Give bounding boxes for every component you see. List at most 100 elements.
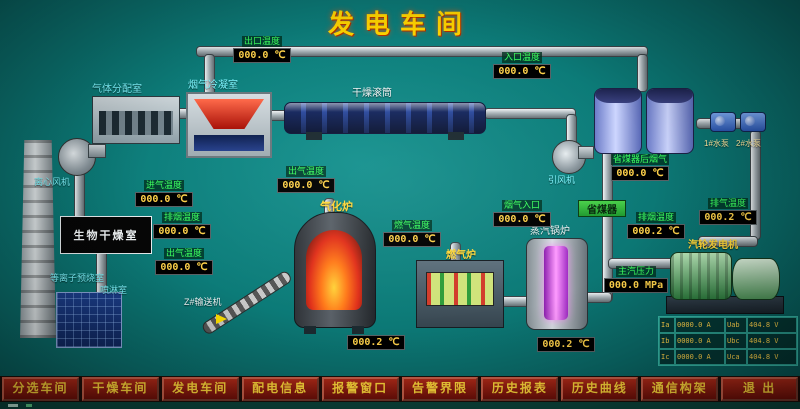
bio-drying-room: 生物干燥室 [60, 216, 152, 254]
label-fan-right: 引风机 [548, 175, 576, 185]
bottom-strip [0, 402, 800, 409]
pipe-tank-drop [637, 54, 648, 92]
drum-support [448, 132, 464, 140]
label-gas-distribution: 气体分配室 [92, 84, 142, 95]
strip-mark [8, 404, 18, 407]
gauge-label: 进气温度 [143, 180, 184, 191]
furnace-display-panel [426, 272, 494, 306]
gauge-outgas-temp-left: 出气温度 000.0 ℃ [152, 248, 216, 275]
storage-tank-2 [646, 88, 694, 154]
gauge-gas-furnace-temp: 燃气温度 000.0 ℃ [380, 220, 444, 247]
nav-button-power-distribution-info[interactable]: 配电信息 [241, 377, 319, 401]
label-pump-1: 1#水泵 [704, 139, 729, 148]
condenser-cold-section [194, 135, 264, 151]
gauge-value: 000.2 ℃ [627, 224, 685, 239]
gauge-flue-exhaust: 排烟温度 000.2 ℃ [624, 212, 688, 239]
table-cell: 0000.0 A [675, 333, 725, 349]
gauge-value: 000.0 ℃ [135, 192, 193, 207]
nav-button-sorting-workshop[interactable]: 分选车间 [2, 377, 79, 401]
gas-distribution-unit [92, 96, 180, 144]
generator-body [732, 258, 780, 300]
table-cell: Ubc [725, 333, 747, 349]
nav-button-exit[interactable]: 退 出 [721, 377, 799, 401]
nav-button-history-report[interactable]: 历史报表 [481, 377, 559, 401]
gauge-value: 000.0 ℃ [493, 64, 551, 79]
table-cell: 404.8 V [747, 333, 797, 349]
gasifier-leg [352, 326, 364, 334]
page-title: 发电车间 [327, 9, 472, 39]
fan-outlet [578, 146, 594, 159]
gauge-label: 排烟温度 [635, 212, 676, 223]
label-turbine: 汽轮发电机 [688, 240, 738, 251]
label-conveyor: Z#输送机 [184, 297, 222, 307]
table-cell: 0000.0 A [675, 317, 725, 333]
pipe-boiler-link [584, 292, 612, 303]
nav-button-alarm-limits[interactable]: 告警界限 [401, 377, 479, 401]
tank-dome [595, 89, 641, 103]
bottom-nav-bar: 分选车间 干燥车间 发电车间 配电信息 报警窗口 告警界限 历史报表 历史曲线 … [0, 376, 800, 402]
table-cell: Ia [659, 317, 675, 333]
gauge-label: 出气温度 [163, 248, 204, 259]
boiler-core [544, 246, 568, 320]
gauge-label: 排气温度 [707, 198, 748, 209]
gauge-economizer-after: 省煤器后烟气 000.0 ℃ [602, 154, 678, 181]
gasifier-leg [304, 326, 316, 334]
gauge-label: 燃气温度 [391, 220, 432, 231]
condenser-hot-section [194, 99, 264, 129]
gauge-flue-temp-left: 排烟温度 000.0 ℃ [150, 212, 214, 239]
pipe-top-main [196, 46, 648, 57]
water-pump-2 [740, 112, 766, 132]
gauge-flue-inlet: 烟气入口 000.0 ℃ [490, 200, 554, 227]
nav-button-alarm-window[interactable]: 报警窗口 [321, 377, 399, 401]
label-condenser: 烟气冷凝室 [188, 80, 238, 91]
nav-button-history-curve[interactable]: 历史曲线 [561, 377, 639, 401]
pipe-drum-right [484, 108, 576, 119]
storage-tank-1 [594, 88, 642, 154]
gauge-boiler-bottom: 000.2 ℃ [534, 336, 598, 352]
nav-button-communication[interactable]: 通信构架 [641, 377, 719, 401]
flue-condenser-unit [186, 92, 272, 158]
gauge-label: 排烟温度 [161, 212, 202, 223]
turbine-body [670, 252, 732, 300]
nav-button-drying-workshop[interactable]: 干燥车间 [81, 377, 159, 401]
gauge-label: 烟气入口 [501, 200, 542, 211]
fan-outlet [88, 144, 106, 158]
label-pump-2: 2#水泵 [736, 139, 761, 148]
gauge-value: 000.2 ℃ [699, 210, 757, 225]
gauge-intake-temp-left: 进气温度 000.0 ℃ [132, 180, 196, 207]
gauge-value: 000.0 ℃ [153, 224, 211, 239]
label-furnace: 燃气炉 [446, 250, 476, 261]
gauge-value: 000.0 ℃ [493, 212, 551, 227]
table-cell: 404.8 V [747, 349, 797, 365]
gauge-label: 入口温度 [501, 52, 542, 63]
table-cell: Ib [659, 333, 675, 349]
gauge-value: 000.0 ℃ [233, 48, 291, 63]
water-pump-1 [710, 112, 736, 132]
gauge-outlet-temp-top: 出口温度 000.0 ℃ [230, 36, 294, 63]
table-cell: 404.8 V [747, 317, 797, 333]
gauge-inlet-temp-top: 入口温度 000.0 ℃ [490, 52, 554, 79]
flow-arrow-icon [216, 314, 227, 324]
gauge-outgas-gasifier: 出气温度 000.0 ℃ [274, 166, 338, 193]
gauge-value: 000.0 ℃ [277, 178, 335, 193]
label-economizer: 省煤器 [587, 205, 617, 216]
gauge-value: 000.2 ℃ [537, 337, 595, 352]
gauge-value: 000.0 ℃ [383, 232, 441, 247]
table-cell: Uca [725, 349, 747, 365]
label-spray-room: 喷淋室 [100, 285, 128, 295]
gauge-label: 省煤器后烟气 [610, 154, 669, 165]
label-boiler: 蒸汽锅炉 [530, 226, 570, 237]
gauge-label: 主汽压力 [615, 266, 656, 277]
pipe-fan-bioroom [74, 172, 85, 222]
table-cell: 0000.0 A [675, 349, 725, 365]
gauge-label: 出气温度 [285, 166, 326, 177]
label-drum: 干燥滚筒 [352, 88, 392, 99]
drum-support [306, 132, 322, 140]
gauge-gasifier-bottom: 000.2 ℃ [344, 334, 408, 350]
generator-readings-table: Ia 0000.0 A Uab 404.8 V Ib 0000.0 A Ubc … [658, 316, 798, 366]
nav-button-power-workshop[interactable]: 发电车间 [161, 377, 239, 401]
table-cell: Uab [725, 317, 747, 333]
gauge-value: 000.0 MPa [603, 278, 669, 293]
gauge-value: 000.0 ℃ [155, 260, 213, 275]
